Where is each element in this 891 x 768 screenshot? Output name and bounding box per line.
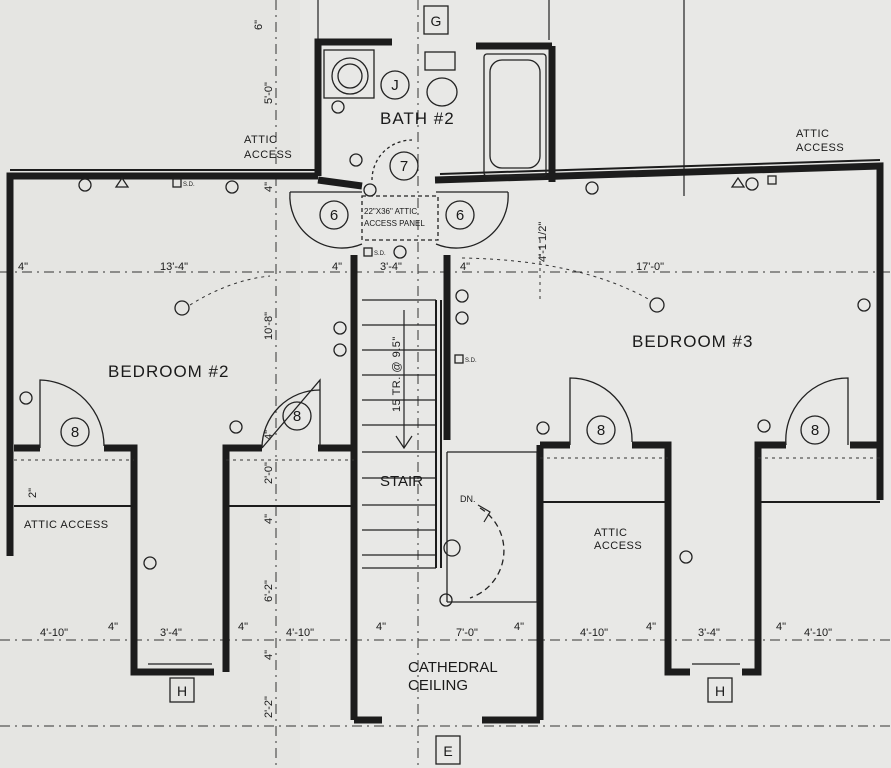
dim-b-4-10-a: 4'-10": [40, 627, 68, 639]
note-sd-2: S.D.: [374, 251, 386, 257]
bath-walls: [314, 38, 556, 190]
dim-5-0: 5'-0": [263, 82, 275, 104]
dim-b-4-d: 4": [514, 621, 524, 633]
stair: [362, 299, 538, 603]
dim-b-4-a: 4": [108, 621, 118, 633]
dim-b-4-10-c: 4'-10": [580, 627, 608, 639]
switch-arcs: [189, 257, 651, 306]
dim-10-8: 10'-8": [263, 312, 275, 340]
room-label-cathedral: CATHEDRAL: [408, 659, 498, 676]
note-attic-access-mid: ATTIC: [594, 527, 627, 539]
bath-fixtures: [323, 49, 547, 181]
dim-b-4-e: 4": [646, 621, 656, 633]
tag-bath-door: 7: [400, 158, 408, 175]
note-attic-access-mid-2: ACCESS: [594, 540, 642, 552]
note-attic-access-top-left: ATTIC: [244, 134, 277, 146]
grid-mark-g: G: [431, 13, 442, 29]
grid-mark-h-left: H: [177, 683, 187, 699]
dim-b-3-4-a: 3'-4": [160, 627, 182, 639]
dim-6: 6": [253, 20, 265, 30]
dim-4-v3: 4": [263, 650, 275, 660]
tag-closet-b2-left: 8: [71, 424, 79, 441]
tag-fixture-j: J: [391, 77, 399, 94]
dim-b-4-c: 4": [376, 621, 386, 633]
dim-4-mid1: 4": [332, 261, 342, 273]
room-label-bath2: BATH #2: [380, 109, 455, 128]
dim-4-v2: 4": [263, 514, 275, 524]
bedroom3-closets: [540, 377, 880, 676]
dim-b-4-f: 4": [776, 621, 786, 633]
dim-b-4-10-b: 4'-10": [286, 627, 314, 639]
dim-b-3-4-b: 3'-4": [698, 627, 720, 639]
paper-shading: [0, 0, 300, 768]
exterior-walls: [6, 159, 884, 556]
grid-mark-e: E: [443, 743, 452, 759]
note-attic-access-left: ATTIC ACCESS: [24, 519, 109, 531]
tag-closet-right: 6: [456, 207, 464, 224]
grid-mark-h-right: H: [715, 683, 725, 699]
note-attic-access-top-right-2: ACCESS: [796, 142, 844, 154]
dim-b-4-b: 4": [238, 621, 248, 633]
dim-13-4: 13'-4": [160, 261, 188, 273]
room-label-stair: STAIR: [380, 473, 423, 490]
dimension-labels: 6" 5'-0" 4" 4" 13'-4" 4" 3'-4" 4" 17'-0"…: [18, 20, 832, 718]
note-stair-treads: 15 TR. @ 9.5": [391, 336, 403, 412]
dim-b-7-0: 7'-0": [456, 627, 478, 639]
dim-4-mid2: 4": [460, 261, 470, 273]
door-tags: [60, 70, 830, 447]
tag-closet-b2-right: 8: [293, 408, 301, 425]
note-attic-panel: 22"X36" ATTIC: [364, 207, 417, 216]
note-attic-panel-2: ACCESS PANEL: [364, 219, 425, 228]
dim-2-2: 2'-2": [263, 696, 275, 718]
electrical-symbols: [19, 175, 871, 607]
dim-2-left: 2": [27, 488, 39, 498]
note-sd-3: S.D.: [465, 358, 477, 364]
dim-4-1-1-2: 4'-1 1/2": [537, 222, 549, 262]
note-sd-1: S.D.: [183, 182, 195, 188]
dim-17-0: 17'-0": [636, 261, 664, 273]
note-attic-access-top-left-2: ACCESS: [244, 149, 292, 161]
tag-closet-b3-right: 8: [811, 422, 819, 439]
dim-2-0: 2'-0": [263, 462, 275, 484]
note-attic-access-top-right: ATTIC: [796, 128, 829, 140]
tag-closet-b3-left: 8: [597, 422, 605, 439]
dim-4-left: 4": [18, 261, 28, 273]
tag-closet-left: 6: [330, 207, 338, 224]
note-down: DN.: [460, 494, 476, 504]
dim-4-v1: 4": [263, 430, 275, 440]
dim-6-2: 6'-2": [263, 580, 275, 602]
dim-3-4-top: 3'-4": [380, 261, 402, 273]
room-label-ceiling: CEILING: [408, 677, 468, 694]
room-label-bedroom3: BEDROOM #3: [632, 332, 753, 351]
dim-4-top: 4": [263, 182, 275, 192]
bedroom2-closets: [14, 378, 354, 676]
grid-mark-boxes: [169, 5, 733, 765]
hall-walls: [289, 191, 544, 724]
room-label-bedroom2: BEDROOM #2: [108, 362, 229, 381]
dim-b-4-10-d: 4'-10": [804, 627, 832, 639]
